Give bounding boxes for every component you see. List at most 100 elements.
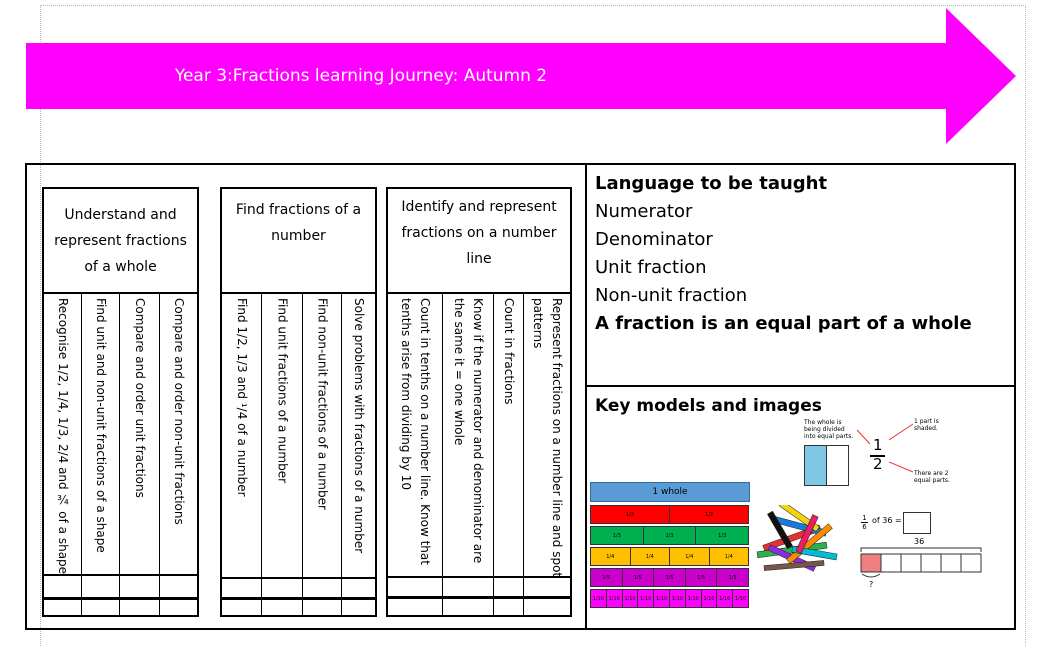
bar-fraction-num: 1 [862, 514, 867, 522]
wall-cell: 1/10 [669, 589, 686, 608]
bar-unknown: ? [869, 580, 874, 589]
column-step: Compare and order non-unit fractions [160, 294, 197, 617]
step-text: Compare and order unit fractions [133, 298, 147, 498]
column-step: Find non-unit fractions of a number [303, 294, 342, 617]
wall-cell: 1/2 [590, 505, 670, 524]
column-step: Solve problems with fractions of a numbe… [342, 294, 375, 617]
bar-segment [920, 553, 942, 573]
language-term: Denominator [595, 229, 713, 250]
column-step: Count in tenths on a number line. Know t… [388, 294, 443, 617]
column-step: Find unit and non-unit fractions of a sh… [82, 294, 120, 617]
block-heading: Find fractions of a number [222, 189, 375, 294]
step-text: Compare and order non-unit fractions [172, 298, 186, 525]
frame-divider-horizontal [585, 385, 1016, 387]
column-step: Know if the numerator and denominator ar… [443, 294, 494, 617]
row-divider [388, 596, 570, 599]
wall-cell: 1/5 [684, 568, 718, 587]
language-panel: Language to be taught Numerator Denomina… [595, 170, 972, 338]
step-text: Find non-unit fractions of a number [315, 298, 330, 510]
main-frame [25, 163, 1016, 630]
bar-segment [960, 553, 982, 573]
wall-cell: 1/3 [695, 526, 749, 545]
wall-cell: 1/4 [708, 547, 749, 566]
bar-fraction-line [861, 522, 868, 523]
block-fractions-of-number: Find fractions of a number Find 1/2, 1/3… [220, 187, 377, 617]
wall-cell: 1/10 [684, 589, 702, 608]
fraction-numerator: 1 [873, 436, 883, 454]
step-text: Count in fractions [502, 298, 516, 405]
column-step: Find 1/2, 1/3 and ¹/4 of a number [222, 294, 262, 617]
wall-cell: 1/5 [590, 568, 623, 587]
bar-question: of 36 = [872, 516, 902, 525]
wall-cell: 1/10 [732, 589, 749, 608]
annotation-arrows [856, 423, 914, 473]
step-text: Find 1/2, 1/3 and ¹/4 of a number [235, 298, 249, 497]
bar-bracket [860, 547, 982, 552]
block-represent-fractions: Understand and represent fractions of a … [42, 187, 199, 617]
step-text: Represent fractions on a number line and… [531, 298, 564, 578]
column-step: Count in fractions [494, 294, 524, 617]
bar-segment [860, 553, 882, 573]
column-step: Find unit fractions of a number [262, 294, 303, 617]
column-step: Recognise 1/2, 1/4, 1/3, 2/4 and ¾ of a … [44, 294, 82, 617]
wall-cell: 1/10 [621, 589, 639, 608]
wall-cell: 1/10 [700, 589, 718, 608]
models-heading: Key models and images [595, 396, 822, 416]
wall-cell: 1/3 [642, 526, 697, 545]
wall-cell: 1/3 [590, 526, 644, 545]
wall-cell: 1/10 [605, 589, 623, 608]
wall-cell: 1/5 [716, 568, 749, 587]
note-equal-parts: There are 2 equal parts. [914, 470, 950, 484]
row-divider [44, 597, 197, 600]
rods-image [756, 505, 838, 572]
bar-model [860, 547, 982, 578]
fraction-denominator: 2 [873, 455, 883, 473]
language-term: Non-unit fraction [595, 285, 748, 306]
wall-cell: 1/5 [621, 568, 655, 587]
wall-cell: 1/2 [669, 505, 749, 524]
row-divider [222, 597, 375, 600]
block-heading: Identify and represent fractions on a nu… [388, 189, 570, 294]
language-term: Unit fraction [595, 257, 707, 278]
fraction-bar [870, 455, 885, 457]
language-term: Numerator [595, 201, 693, 222]
column-step: Represent fractions on a number line and… [524, 294, 570, 617]
step-text: Solve problems with fractions of a numbe… [352, 298, 366, 554]
wall-cell: 1/4 [590, 547, 631, 566]
wall-whole: 1 whole [590, 482, 750, 502]
bar-fraction: 1 6 [861, 514, 868, 531]
step-text: Know if the numerator and denominator ar… [452, 298, 485, 564]
step-text: Find unit and non-unit fractions of a sh… [94, 298, 108, 553]
wall-cell: 1/4 [669, 547, 710, 566]
note-part-shaded: 1 part is shaded. [914, 418, 939, 432]
step-text: Find unit fractions of a number [275, 298, 290, 484]
row-divider [388, 576, 570, 578]
block-number-line: Identify and represent fractions on a nu… [386, 187, 572, 617]
frame-divider-vertical [585, 163, 587, 630]
banner-arrow [26, 8, 1016, 144]
page-guide [40, 5, 1026, 646]
bar-segment [880, 553, 902, 573]
banner-title: Year 3:Fractions learning Journey: Autum… [174, 66, 548, 86]
bar-segment [900, 553, 922, 573]
language-statement: A fraction is an equal part of a whole [595, 313, 972, 334]
answer-box[interactable] [903, 512, 931, 534]
bar-fraction-den: 6 [862, 523, 867, 531]
bar-segment [940, 553, 962, 573]
wall-cell: 1/10 [637, 589, 655, 608]
row-divider [44, 574, 197, 576]
block-heading: Understand and represent fractions of a … [44, 189, 197, 294]
step-text: Recognise 1/2, 1/4, 1/3, 2/4 and ¾ of a … [56, 298, 70, 575]
language-heading: Language to be taught [595, 173, 828, 194]
column-step: Compare and order unit fractions [120, 294, 160, 617]
bar-total-label: 36 [914, 537, 925, 546]
row-divider [222, 577, 375, 579]
half-shaded-square [804, 445, 849, 486]
wall-cell: 1/10 [590, 589, 607, 608]
wall-cell: 1/10 [716, 589, 734, 608]
note-whole-divided: The whole is being divided into equal pa… [804, 419, 854, 440]
wall-cell: 1/4 [629, 547, 670, 566]
wall-cell: 1/10 [653, 589, 670, 608]
wall-cell: 1/5 [653, 568, 686, 587]
